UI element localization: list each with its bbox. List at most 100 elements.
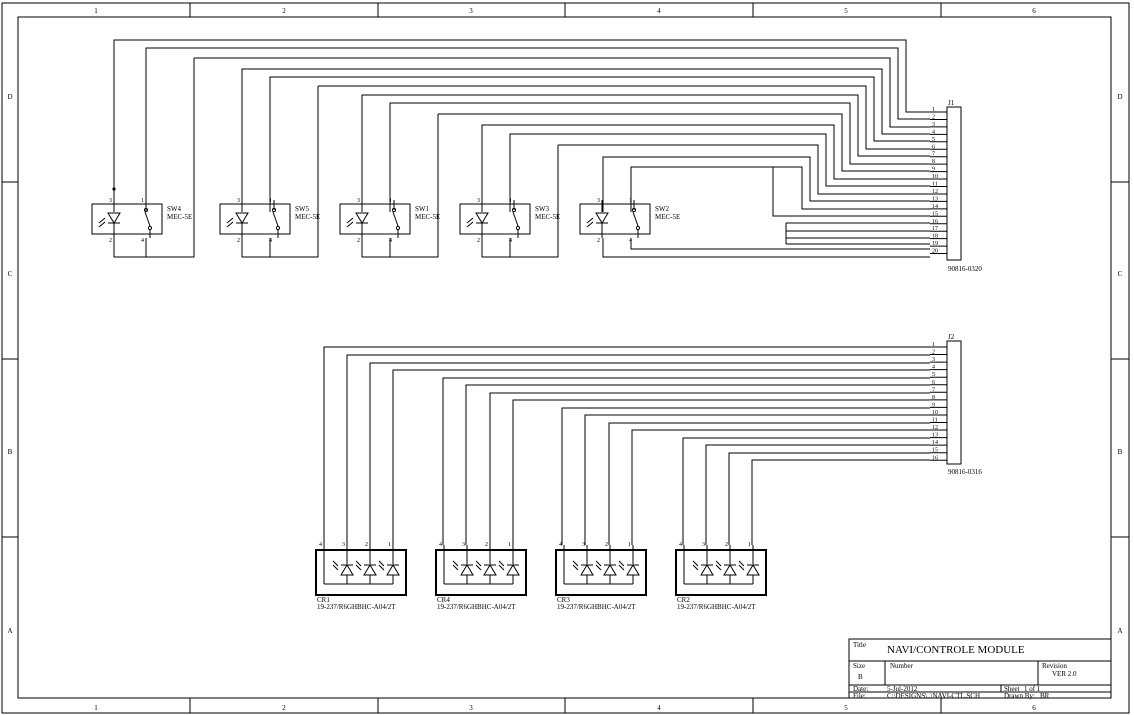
connector-pin-number: 12 [932,425,938,431]
led-pin-label: 4 [559,542,562,548]
connector-pin-number: 5 [932,372,935,378]
col-label-bottom-4: 4 [657,704,661,712]
row-label-right-C: C [1118,270,1123,278]
connector-pin-number: 16 [932,455,938,461]
switch-ref: SW3 [535,205,550,213]
switch-pin-label: 3 [477,198,480,204]
connector-pin-number: 11 [932,418,938,424]
connector-pin-number: 20 [932,249,938,255]
switch-pin-label: 1 [141,198,144,204]
connector-j2-part: 90816-0316 [948,468,982,476]
led-ref: CR3 [557,596,570,604]
connector-pin-number: 14 [932,204,938,210]
file-label: File: [853,692,866,700]
date-label: Date: [853,685,868,693]
connector-pin-number: 4 [932,365,935,371]
led-pin-label: 2 [485,542,488,548]
led-pin-label: 4 [319,542,322,548]
switch-pin-label: 1 [389,198,392,204]
switch-part: MEC-5E [415,213,440,221]
row-label-right-D: D [1117,93,1122,101]
connector-pin-number: 14 [932,440,938,446]
row-label-left-C: C [8,270,13,278]
connector-pin-number: 1 [932,107,935,113]
switch-ref: SW2 [655,205,670,213]
switch-pin-label: 3 [357,198,360,204]
connector-pin-number: 6 [932,144,935,150]
switch-pin-label: 4 [389,238,392,244]
connector-pin-number: 10 [932,174,938,180]
sheet-value: 1 of 1 [1024,685,1041,693]
switch-part: MEC-5E [167,213,192,221]
led-pin-label: 3 [582,542,585,548]
switch-pin-label: 1 [629,198,632,204]
switch-pin-label: 2 [477,238,480,244]
connector-pin-number: 2 [932,350,935,356]
connector-pin-number: 15 [932,448,938,454]
row-label-right-A: A [1117,627,1122,635]
connector-j1: J1 90816-0320 12345678910111213141516171… [930,99,982,273]
connector-pin-number: 9 [932,402,935,408]
date-value: 5-Jul-2012 [887,685,918,693]
col-label-bottom-5: 5 [844,704,848,712]
col-label-top-4: 4 [657,7,661,15]
j2-wires [323,346,930,545]
switch-pin-label: 4 [629,238,632,244]
col-label-bottom-2: 2 [282,704,286,712]
led-pin-label: 4 [679,542,682,548]
led-ref: CR2 [677,596,690,604]
connector-pin-number: 8 [932,395,935,401]
switch-pin-label: 3 [597,198,600,204]
connector-pin-number: 5 [932,137,935,143]
connector-j1-ref: J1 [948,99,955,107]
switch-pin-label: 2 [597,238,600,244]
connector-pin-number: 19 [932,241,938,247]
connector-pin-number: 7 [932,152,935,158]
col-label-top-6: 6 [1032,7,1036,15]
switch-pin-label: 2 [237,238,240,244]
connector-pin-number: 4 [932,129,935,135]
switch-pin-label: 2 [109,238,112,244]
switch-pin-label: 2 [357,238,360,244]
switch-pin-label: 4 [269,238,272,244]
led-pin-label: 3 [462,542,465,548]
revision-label: Revision [1042,662,1067,670]
connector-pin-number: 11 [932,182,938,188]
switch-part: MEC-5E [295,213,320,221]
connector-pin-number: 1 [932,342,935,348]
led-pin-label: 1 [388,542,391,548]
connector-pin-number: 12 [932,189,938,195]
led-pin-label: 3 [702,542,705,548]
sheet-label: Sheet [1004,685,1020,693]
led-ref: CR1 [317,596,330,604]
col-label-bottom-1: 1 [94,704,98,712]
led-pin-label: 2 [725,542,728,548]
led-pin-label: 3 [342,542,345,548]
size-value: B [858,673,863,681]
led-ref: CR4 [437,596,450,604]
col-label-top-1: 1 [94,7,98,15]
connector-pin-number: 9 [932,167,935,173]
connector-pin-number: 13 [932,196,938,202]
row-label-right-B: B [1118,448,1123,456]
connector-pin-number: 7 [932,387,935,393]
connector-pin-number: 6 [932,380,935,386]
switch-ref: SW1 [415,205,430,213]
switch-pin-label: 4 [509,238,512,244]
switch-part: MEC-5E [535,213,560,221]
drawing-title: NAVI/CONTROLE MODULE [887,644,1025,656]
col-label-top-5: 5 [844,7,848,15]
connector-pin-number: 2 [932,114,935,120]
revision-value: VER 2.0 [1052,670,1077,678]
switch-pin-label: 4 [141,238,144,244]
j1-wires [112,39,930,258]
